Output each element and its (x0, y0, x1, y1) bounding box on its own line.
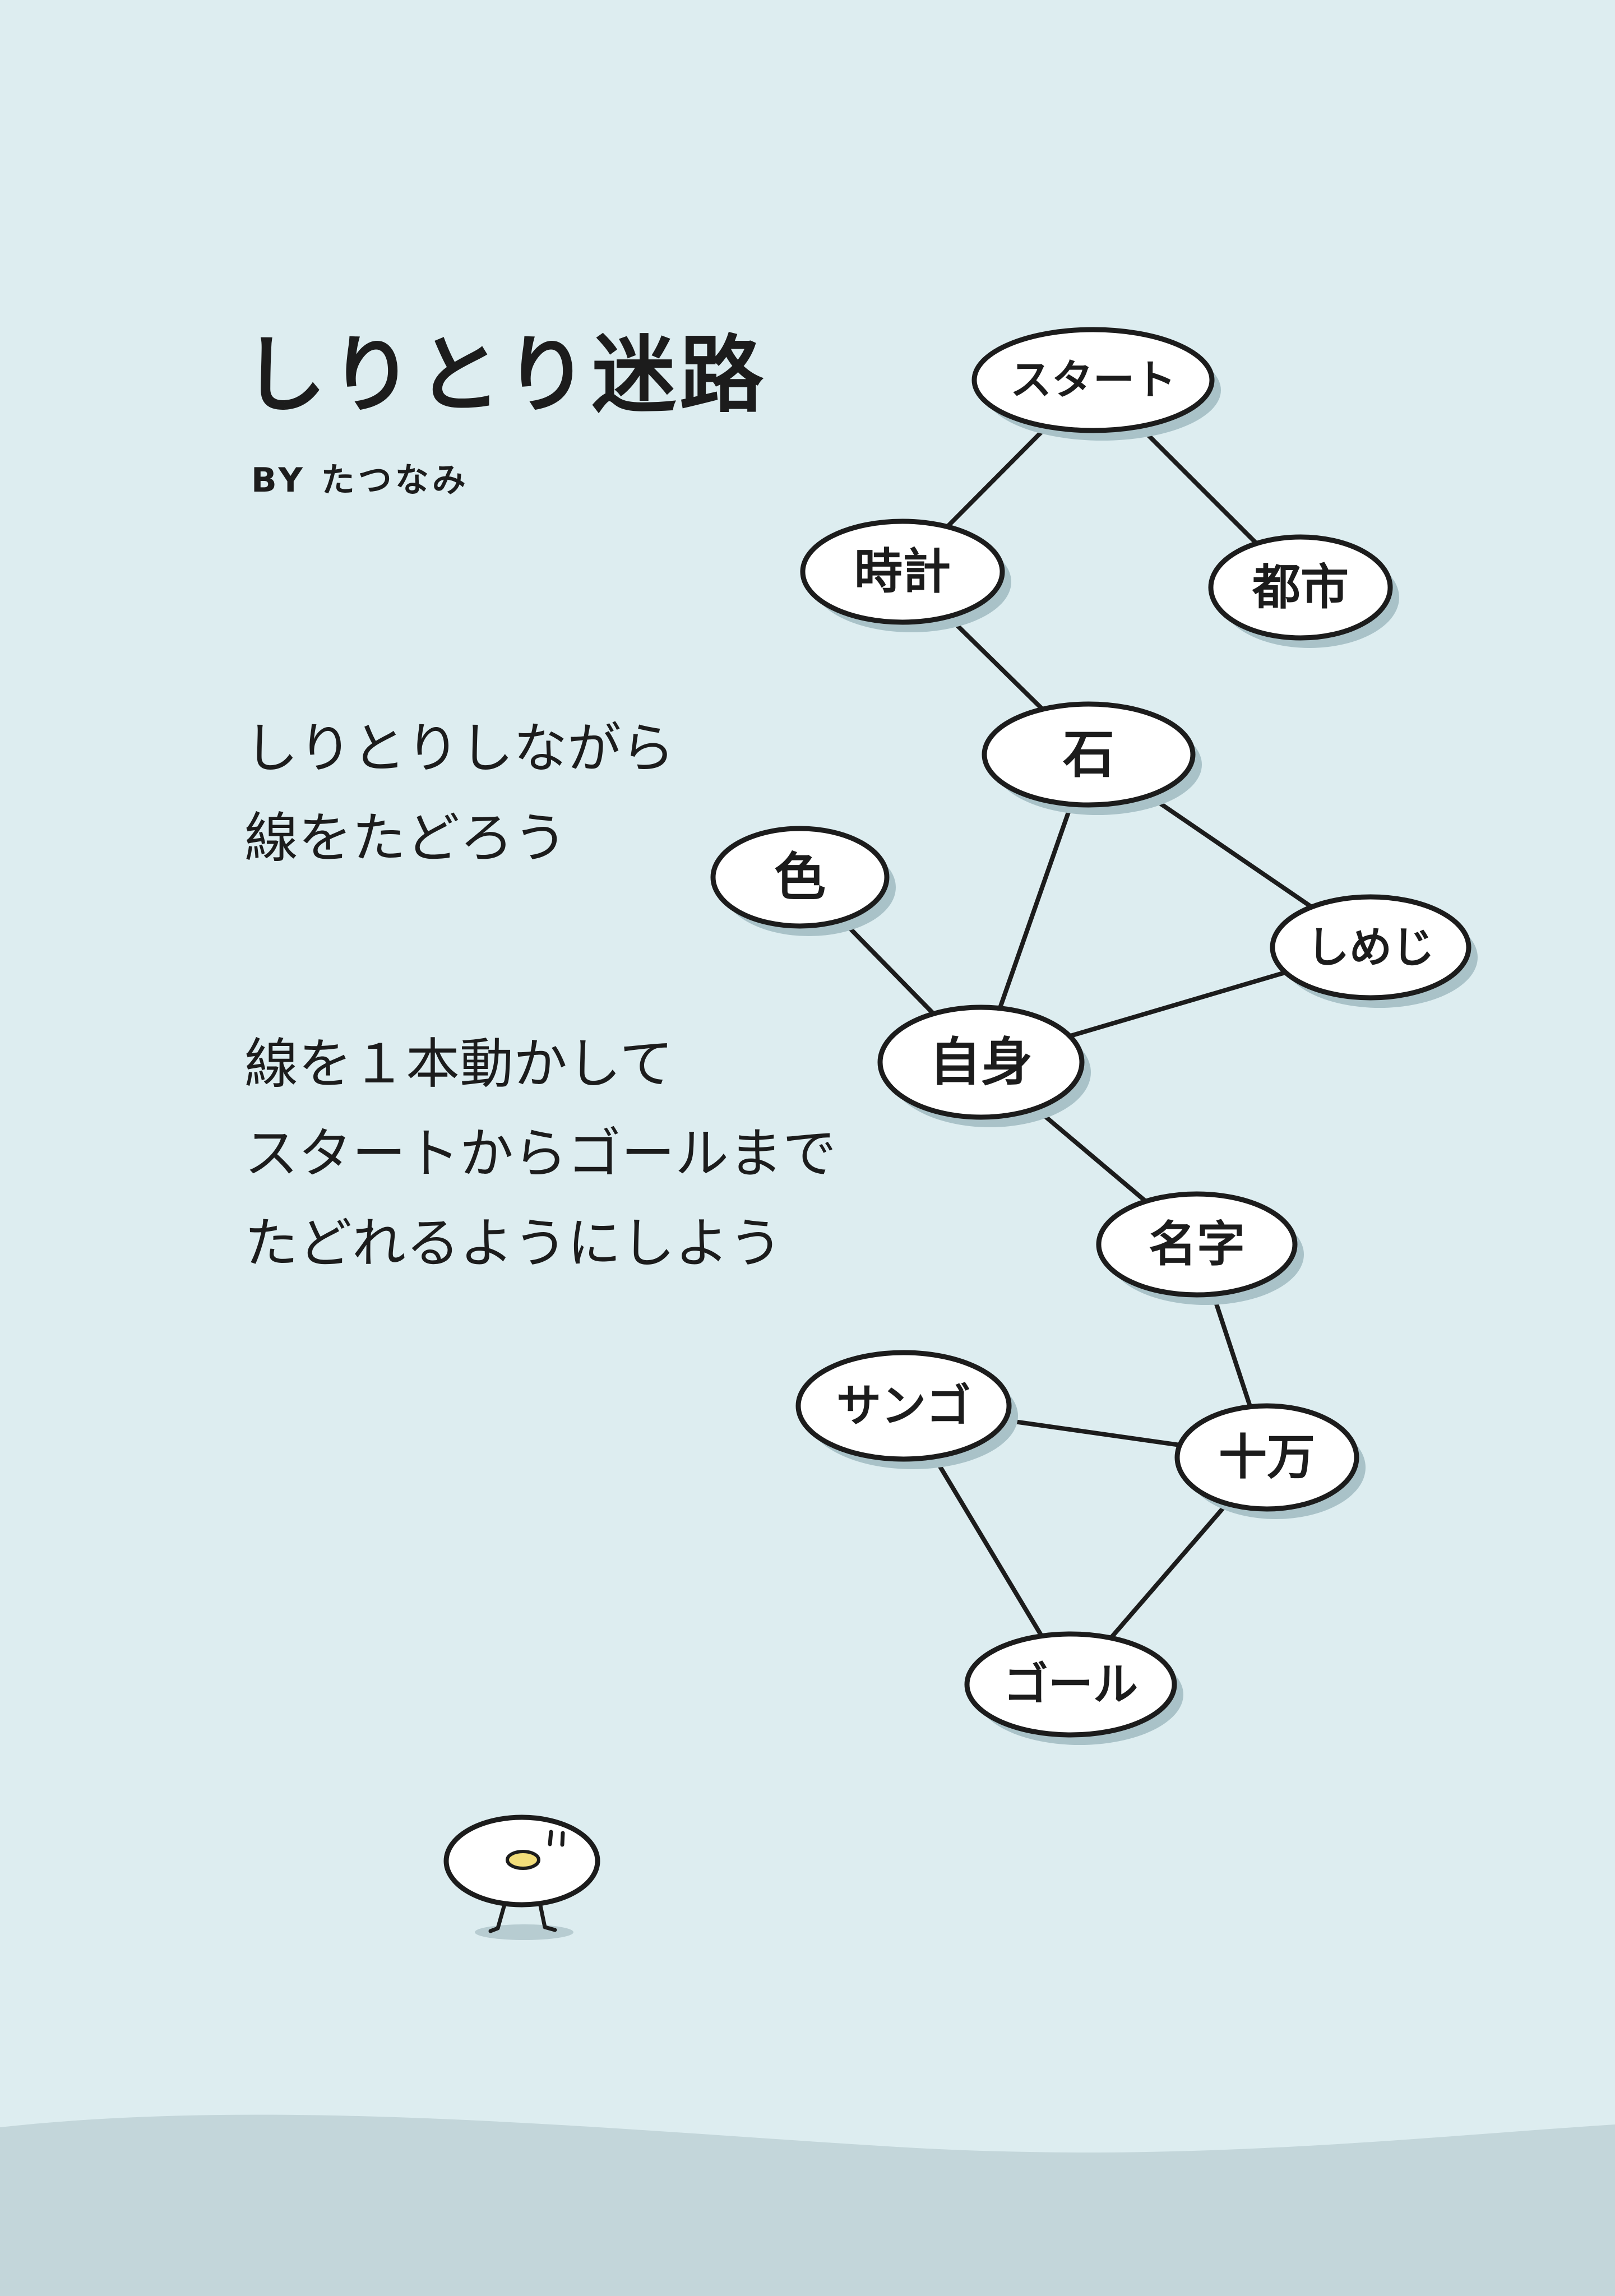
node-juuman: 十万 (1174, 1403, 1366, 1519)
node-label: 自身 (929, 1033, 1033, 1093)
node-label: スタート (1010, 356, 1176, 404)
node-label: 時計 (854, 544, 951, 600)
instruction-line: 線をたどろう (244, 807, 567, 869)
node-bubble (1208, 534, 1393, 641)
ground-hill (0, 2114, 1615, 2296)
author-byline: BY たつなみ (251, 461, 469, 500)
node-bubble (710, 826, 890, 929)
node-iro: 色 (710, 826, 896, 936)
instructions-block-2: 線を１本動かして スタートからゴールまで たどれるようにしよう (244, 1019, 836, 1288)
node-toshi: 都市 (1208, 534, 1399, 648)
node-sango: サンゴ (795, 1350, 1018, 1469)
node-label: 都市 (1252, 559, 1349, 615)
mascot-eye-right (560, 1831, 565, 1847)
instructions-block-1: しりとりしながら 線をたどろう (244, 703, 675, 883)
node-bubble (982, 701, 1196, 808)
node-tokei: 時計 (800, 519, 1011, 632)
node-start: スタート (971, 327, 1221, 441)
mascot-eye-left (548, 1830, 553, 1846)
instruction-line: 線を１本動かして (244, 1033, 674, 1095)
node-bubble (877, 1004, 1085, 1120)
node-goal: ゴール (964, 1631, 1183, 1745)
node-label: 十万 (1219, 1429, 1315, 1485)
node-bubble (964, 1631, 1177, 1738)
node-shimeji: しめじ (1270, 894, 1478, 1008)
instruction-line: たどれるようにしよう (244, 1212, 783, 1275)
node-bubble (1174, 1403, 1359, 1512)
node-bubble (1270, 894, 1471, 1001)
instruction-line: しりとりしながら (244, 717, 675, 780)
node-bubble (795, 1350, 1012, 1462)
node-label: 名字 (1149, 1216, 1245, 1272)
instruction-line: スタートからゴールまで (244, 1122, 836, 1185)
mascot-character (443, 1814, 600, 1940)
node-label: 石 (1063, 725, 1114, 785)
node-bubble (800, 519, 1005, 625)
node-jishin: 自身 (877, 1004, 1091, 1127)
node-label: ゴール (1003, 1659, 1138, 1711)
node-myouji: 名字 (1096, 1191, 1304, 1305)
node-bubble (971, 327, 1215, 433)
node-label: しめじ (1307, 923, 1434, 973)
node-ishi: 石 (982, 701, 1202, 815)
node-label: サンゴ (836, 1380, 971, 1432)
page-title: しりとり迷路 (242, 327, 767, 424)
mascot-beak (506, 1850, 540, 1870)
node-label: 色 (774, 848, 826, 908)
node-bubble (1096, 1191, 1298, 1298)
